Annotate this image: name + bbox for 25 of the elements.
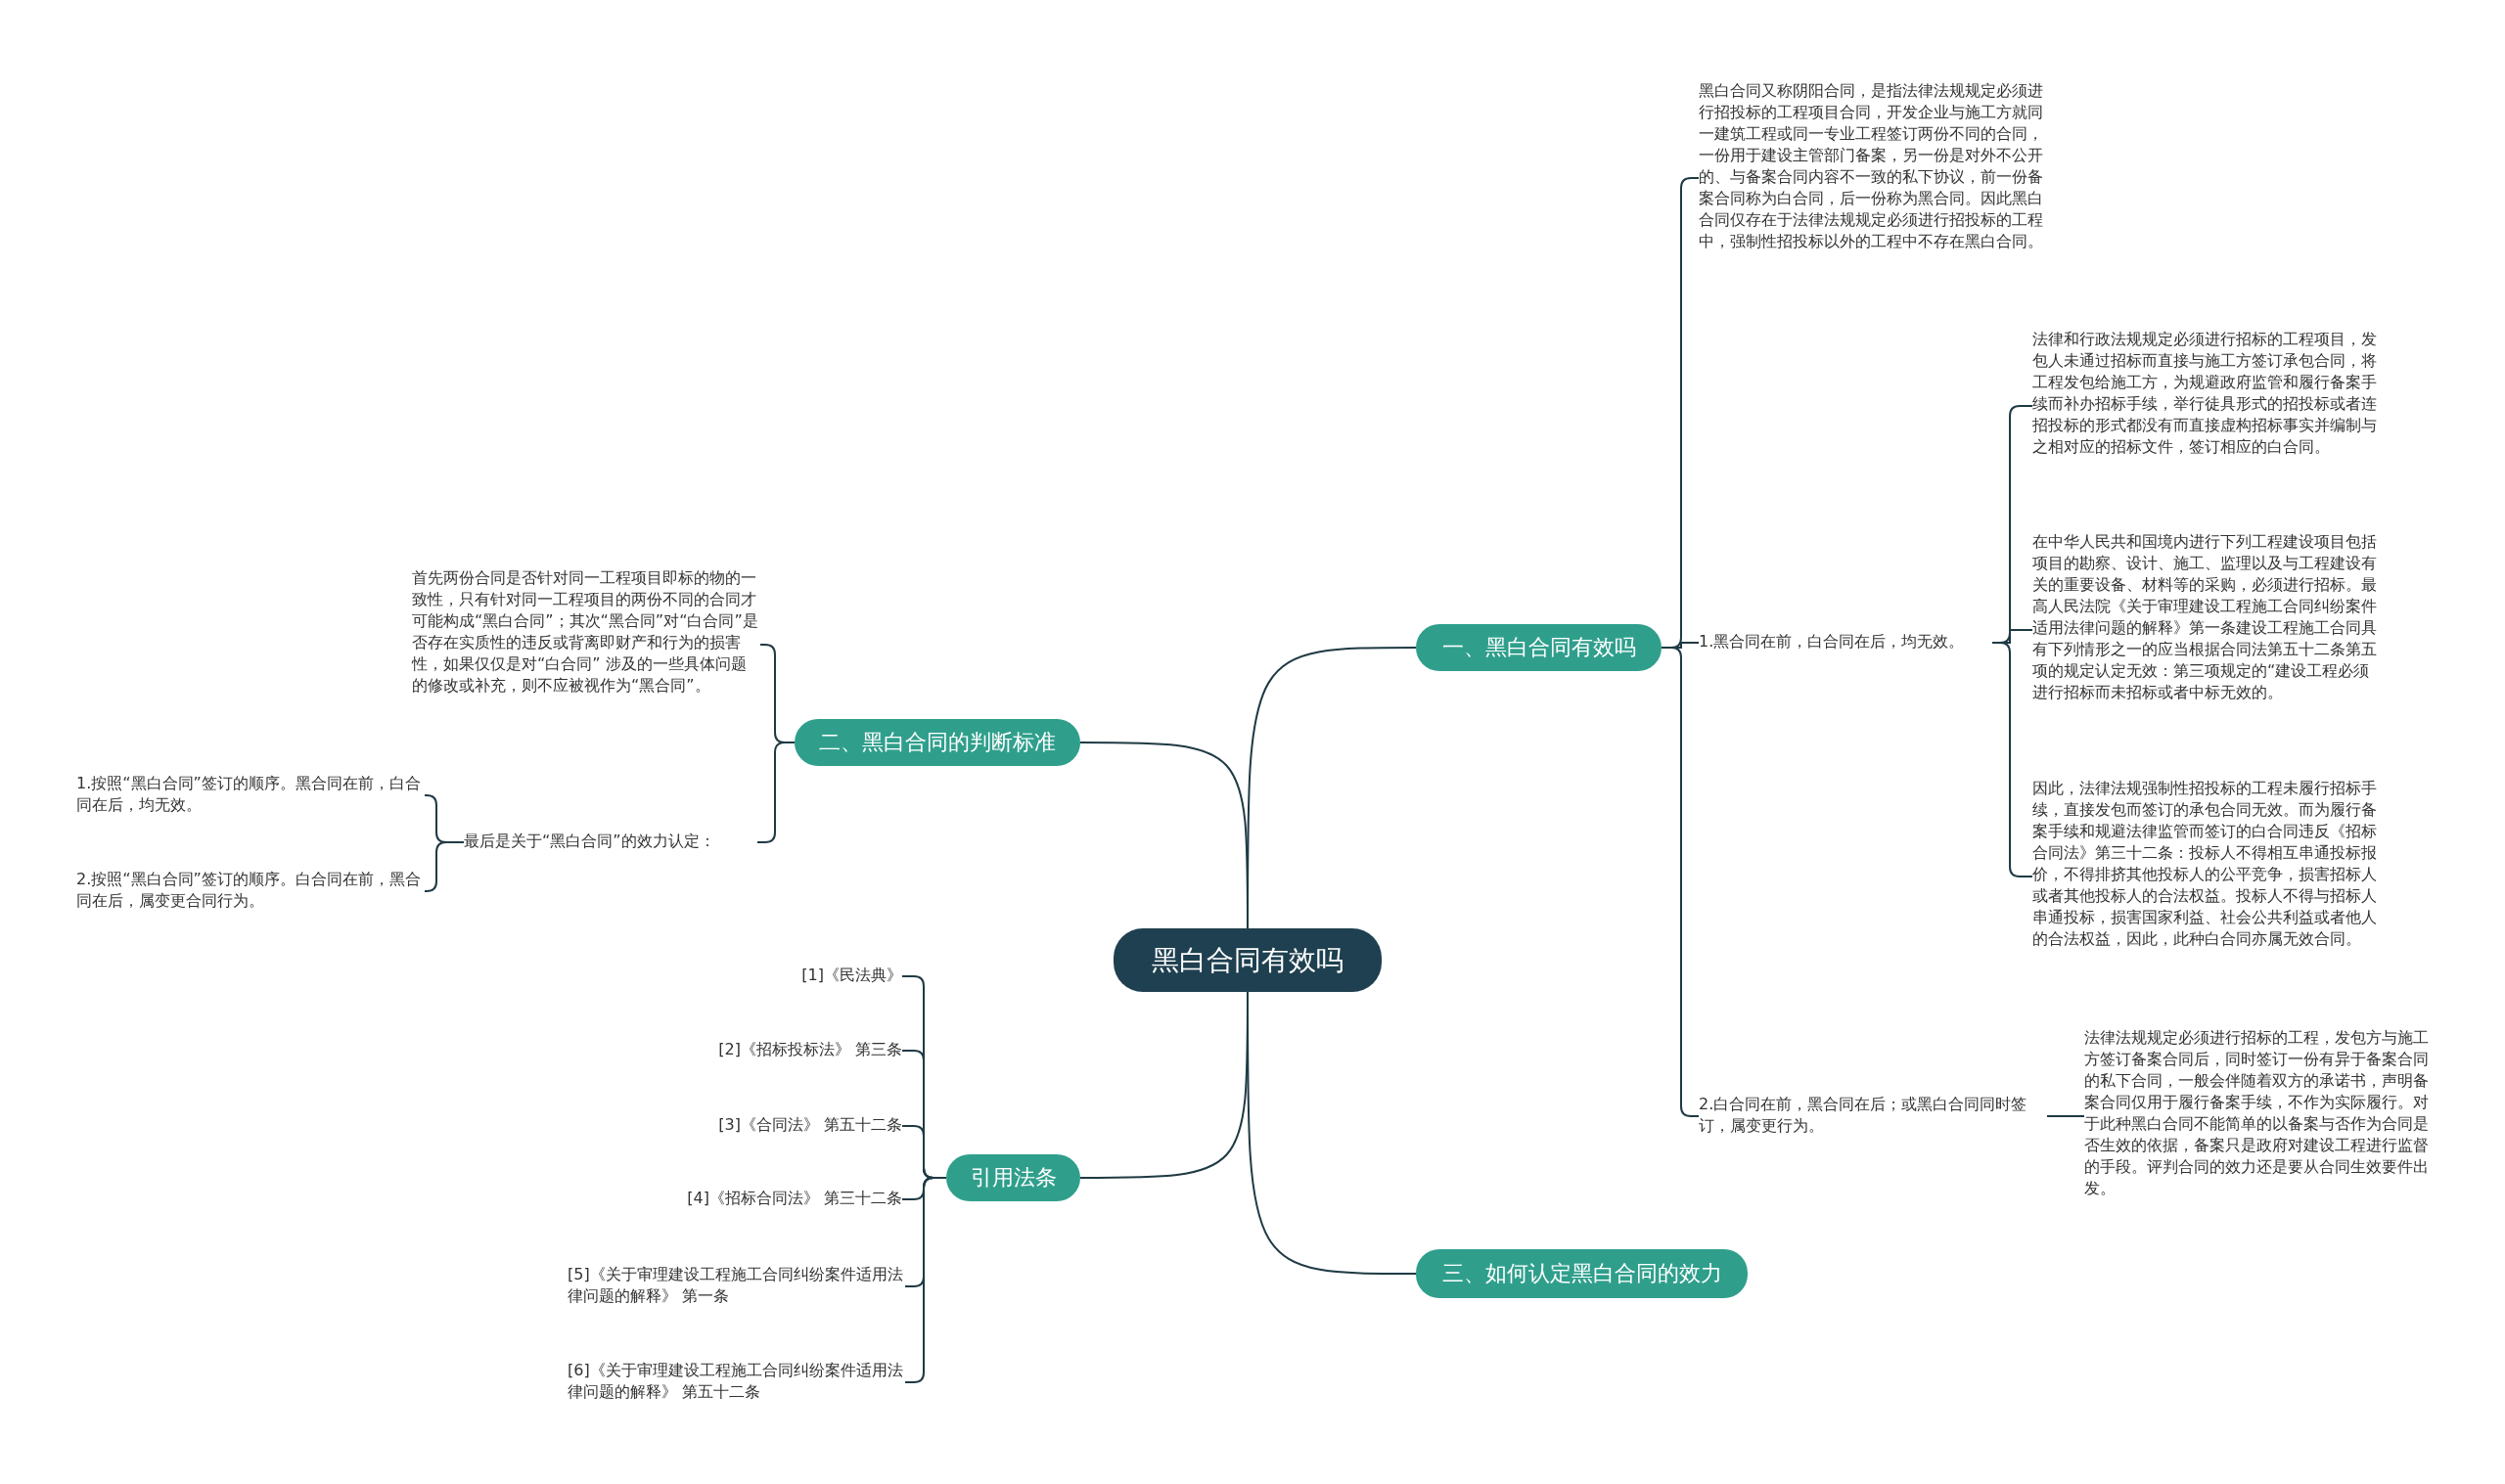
topic-text: [5]《关于审理建设工程施工合同纠纷案件适用法律问题的解释》 第一条: [568, 1264, 905, 1309]
topic-text: 首先两份合同是否针对同一工程项目即标的物的一致性，只有针对同一工程项目的两份不同的合同才可能构成“黑白合同”；其次“黑合同”对“白合同”是否存在实质性的违反或背离即财产和行为的损害性，如果仅仅是对“白合同” 涉及的一些具体问题的修改或补充，则不应被视作为“黑合同”。: [412, 567, 760, 722]
topic-text: 在中华人民共和国境内进行下列工程建设项目包括项目的勘察、设计、施工、监理以及与工程建设有关的重要设备、材料等的采购，必须进行招标。最高人民法院《关于审理建设工程施工合同纠纷案件适用法律问题的解释》第一条建设工程施工合同具有下列情形之一的应当根据合同法第五十二条第五项的规定认定无效：第三项规定的“建设工程必须进行招标而未招标或者中标无效的。: [2032, 531, 2381, 729]
topic-text: [1]《民法典》: [685, 965, 902, 988]
topic-text: 2.白合同在前，黑合同在后；或黑白合同同时签订，属变更行为。: [1699, 1094, 2047, 1139]
topic-text: [3]《合同法》 第五十二条: [626, 1114, 902, 1138]
central-topic: 黑白合同有效吗: [1114, 928, 1382, 992]
topic-text: 法律和行政法规规定必须进行招标的工程项目，发包人未通过招标而直接与施工方签订承包合同，将工程发包给施工方，为规避政府监管和履行备案手续而补办招标手续，举行徒具形式的招投标或者连招投标的形式都没有而直接虚构招标事实并编制与之相对应的招标文件，签订相应的白合同。: [2032, 329, 2381, 483]
connector-line: [1079, 742, 1249, 929]
topic-text: 黑白合同又称阴阳合同，是指法律法规规定必须进行招投标的工程项目合同，开发企业与施工方就同一建筑工程或同一专业工程签订两份不同的合同，一份用于建设主管部门备案，另一份是对外不公开的、与备案合同内容不一致的私下协议，前一份备案合同称为白合同，后一份称为黑合同。因此黑白合同仅存在于法律法规规定必须进行招投标的工程中，强制性招投标以外的工程中不存在黑白合同。: [1699, 80, 2047, 276]
branch-topic: 一、黑白合同有效吗: [1416, 624, 1662, 671]
topic-text: 最后是关于“黑白合同”的效力认定：: [464, 831, 757, 854]
branch-topic: 二、黑白合同的判断标准: [795, 719, 1080, 766]
topic-text: 法律法规规定必须进行招标的工程，发包方与施工方签订备案合同后，同时签订一份有异于备案合同的私下合同，一般会伴随着双方的承诺书，声明备案合同仅用于履行备案手续，不作为实际履行。对于此种黑白合同不能简单的以备案与否作为合同是否生效的依据，备案只是政府对建设工程进行监督的手段。评判合同的效力还是要从合同生效要件出发。: [2084, 1027, 2437, 1205]
topic-text: 1.黑合同在前，白合同在后，均无效。: [1699, 631, 1992, 654]
topic-text: [6]《关于审理建设工程施工合同纠纷案件适用法律问题的解释》 第五十二条: [568, 1360, 905, 1405]
branch-topic: 引用法条: [946, 1154, 1080, 1201]
topic-text: 2.按照“黑白合同”签订的顺序。白合同在前，黑合同在后，属变更合同行为。: [76, 869, 425, 914]
topic-text: [4]《招标合同法》 第三十二条: [587, 1188, 902, 1211]
topic-text: 1.按照“黑白合同”签订的顺序。黑合同在前，白合同在后，均无效。: [76, 773, 425, 818]
topic-text: 因此，法律法规强制性招投标的工程未履行招标手续，直接发包而签订的承包合同无效。而为履行备案手续和规避法律监管而签订的白合同违反《招标合同法》第三十二条：投标人不得相互串通投标报价，不得排挤其他投标人的公平竞争，损害招标人或者其他投标人的合法权益。投标人不得与招标人串通投标，损害国家利益、社会公共利益或者他人的合法权益，因此，此种白合同亦属无效合同。: [2032, 778, 2381, 975]
branch-topic: 三、如何认定黑白合同的效力: [1416, 1249, 1748, 1298]
topic-text: [2]《招标投标法》 第三条: [626, 1039, 902, 1062]
connector-line: [424, 841, 465, 892]
connector-line: [2046, 1115, 2085, 1117]
